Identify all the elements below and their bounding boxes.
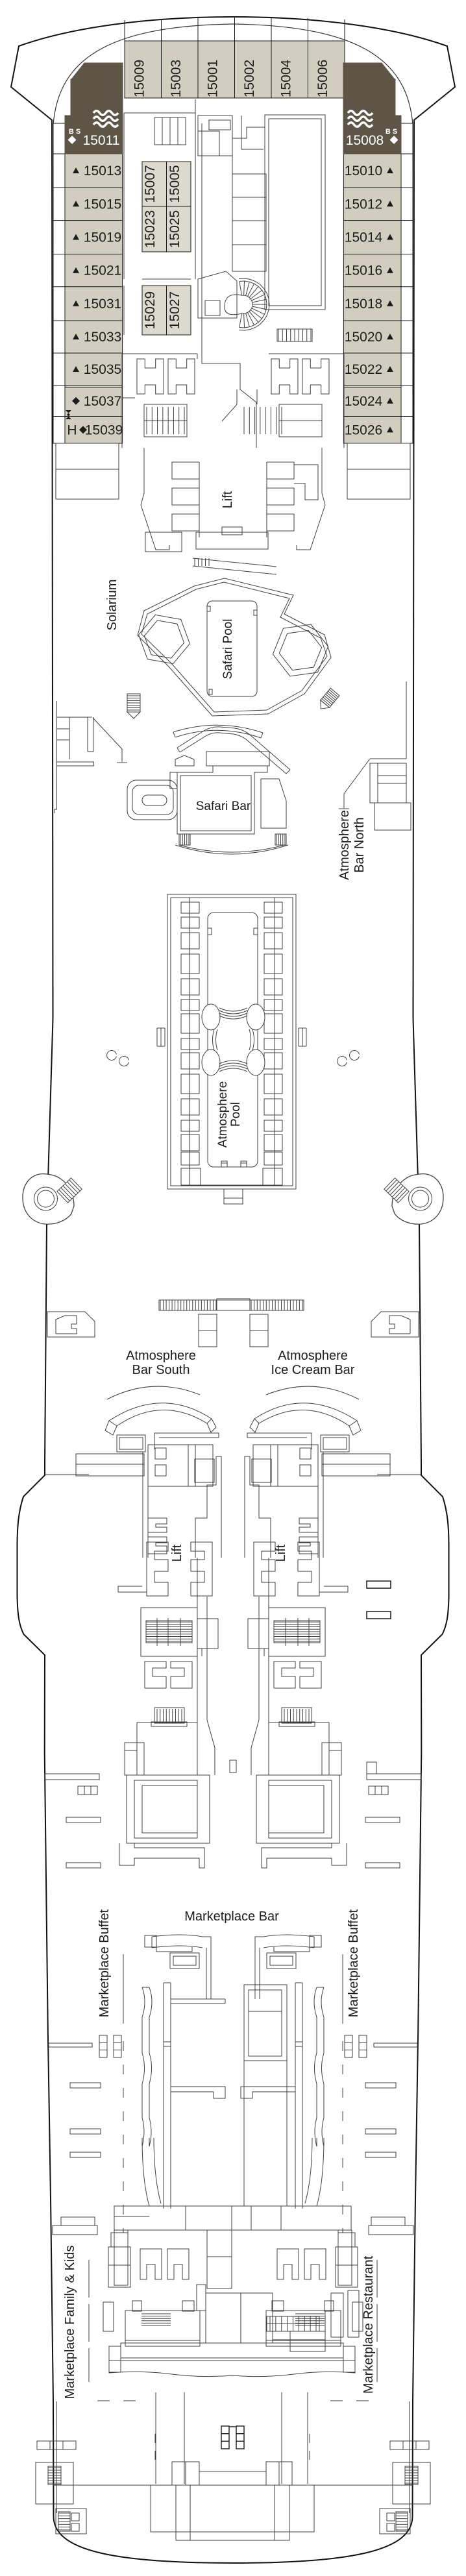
svg-text:Atmosphere: Atmosphere	[278, 1349, 348, 1363]
svg-text:15018: 15018	[345, 297, 382, 312]
svg-text:15004: 15004	[278, 59, 293, 97]
svg-text:15013: 15013	[84, 164, 121, 178]
svg-text:15037: 15037	[84, 394, 121, 409]
svg-text:Lift: Lift	[170, 1544, 184, 1562]
svg-text:15033: 15033	[84, 330, 121, 345]
svg-text:B S: B S	[69, 128, 80, 136]
svg-text:15024: 15024	[345, 394, 383, 409]
svg-text:15035: 15035	[84, 362, 121, 377]
svg-text:15015: 15015	[84, 197, 121, 212]
svg-text:Safari Bar: Safari Bar	[196, 800, 251, 813]
svg-text:15016: 15016	[345, 264, 382, 278]
svg-text:Atmosphere: Atmosphere	[126, 1349, 196, 1363]
svg-text:15001: 15001	[205, 60, 220, 97]
svg-text:15010: 15010	[345, 164, 382, 178]
svg-text:15007: 15007	[143, 165, 158, 202]
svg-text:15031: 15031	[84, 297, 121, 312]
svg-text:15022: 15022	[345, 362, 382, 377]
svg-text:Lift: Lift	[274, 1544, 288, 1562]
svg-text:15009: 15009	[132, 60, 147, 97]
svg-text:15027: 15027	[167, 291, 182, 329]
svg-text:15003: 15003	[169, 60, 184, 97]
svg-text:15025: 15025	[167, 210, 182, 248]
svg-text:15008: 15008	[346, 133, 384, 148]
svg-text:15002: 15002	[242, 60, 257, 97]
svg-text:15026: 15026	[345, 423, 382, 437]
svg-text:15005: 15005	[167, 165, 182, 202]
svg-text:Marketplace Restaurant: Marketplace Restaurant	[362, 2255, 376, 2394]
svg-text:Marketplace Bar: Marketplace Bar	[184, 1909, 279, 1924]
svg-text:15011: 15011	[83, 133, 120, 148]
svg-text:Bar South: Bar South	[132, 1363, 190, 1377]
svg-text:Marketplace Buffet: Marketplace Buffet	[97, 1909, 112, 2017]
svg-text:15039: 15039	[85, 423, 123, 437]
svg-text:Solarium: Solarium	[105, 580, 119, 631]
svg-text:Lift: Lift	[221, 491, 235, 508]
svg-text:15012: 15012	[345, 197, 382, 212]
svg-text:Ice Cream Bar: Ice Cream Bar	[271, 1363, 355, 1377]
svg-text:Safari Pool: Safari Pool	[221, 619, 235, 680]
svg-text:15020: 15020	[345, 330, 382, 345]
svg-text:15014: 15014	[345, 230, 383, 245]
svg-text:15021: 15021	[84, 264, 121, 278]
svg-text:Bar North: Bar North	[352, 817, 367, 873]
svg-text:B S: B S	[386, 128, 397, 136]
svg-text:H: H	[67, 423, 77, 437]
svg-text:Atmosphere: Atmosphere	[216, 1081, 230, 1147]
svg-text:Marketplace Family & Kids: Marketplace Family & Kids	[63, 2246, 77, 2399]
svg-text:Atmosphere: Atmosphere	[337, 810, 352, 880]
svg-text:15029: 15029	[143, 291, 158, 329]
svg-text:15023: 15023	[143, 210, 158, 248]
svg-text:15019: 15019	[84, 230, 121, 245]
svg-text:15006: 15006	[315, 60, 330, 97]
svg-text:Marketplace Buffet: Marketplace Buffet	[347, 1909, 361, 2017]
svg-text:Pool: Pool	[229, 1102, 243, 1127]
